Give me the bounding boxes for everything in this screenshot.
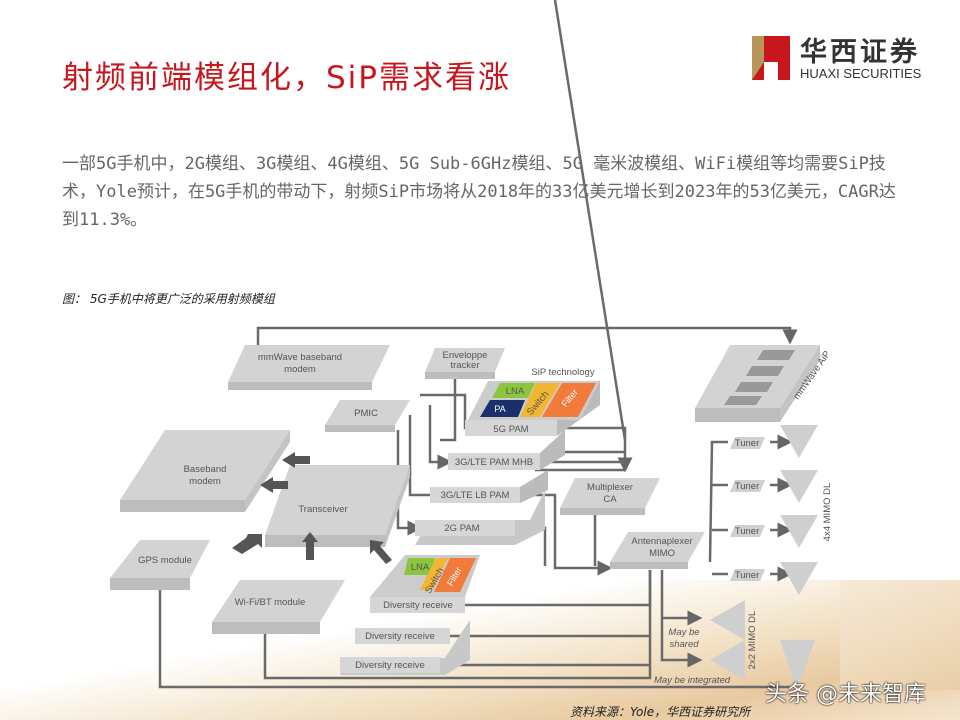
figure-caption: 图： 5G手机中将更广泛的采用射频模组 xyxy=(62,292,275,306)
source-note: 资料来源：Yole，华西证券研究所 xyxy=(570,705,751,719)
svg-text:Tuner: Tuner xyxy=(735,438,759,449)
wifi-bt-module: Wi-Fi/BT module xyxy=(212,580,345,634)
connection-lines xyxy=(158,0,798,689)
mimo-2x2-label: 2x2 MIMO DL xyxy=(747,611,758,670)
svg-text:3G/LTE PAM MHB: 3G/LTE PAM MHB xyxy=(455,457,533,468)
baseband-modem: Baseband modem xyxy=(120,430,290,512)
logo-text-cn: 华西证券 xyxy=(800,37,920,68)
mimo-4x4-label: 4x4 MIMO DL xyxy=(822,483,833,542)
svg-text:tracker: tracker xyxy=(450,360,479,371)
svg-text:Multiplexer: Multiplexer xyxy=(587,482,633,493)
svg-text:LNA: LNA xyxy=(506,386,525,397)
huaxi-logo: 华西证券 HUAXI SECURITIES xyxy=(750,32,940,86)
svg-text:Diversity receive: Diversity receive xyxy=(383,600,453,611)
svg-text:3G/LTE LB PAM: 3G/LTE LB PAM xyxy=(441,490,510,501)
gps-module: GPS module xyxy=(110,540,210,590)
svg-text:Diversity receive: Diversity receive xyxy=(355,660,425,671)
svg-text:modem: modem xyxy=(189,476,221,487)
arrow-up-right-icon xyxy=(232,534,262,554)
svg-text:GPS module: GPS module xyxy=(138,555,192,566)
tuner: Tuner xyxy=(730,569,765,581)
svg-text:Tuner: Tuner xyxy=(735,526,759,537)
svg-text:Tuner: Tuner xyxy=(735,481,759,492)
tuner: Tuner xyxy=(730,525,765,537)
svg-text:Enveloppe: Enveloppe xyxy=(443,350,488,361)
may-be-shared-label-2: shared xyxy=(669,639,699,650)
arrow-left-icon xyxy=(282,452,310,468)
sip-module-5g: LNA PA Switch Filter xyxy=(468,381,600,420)
transceiver: Transceiver xyxy=(265,465,410,547)
logo-mark-icon xyxy=(752,36,790,80)
svg-text:Baseband: Baseband xyxy=(184,464,227,475)
svg-text:modem: modem xyxy=(284,364,316,375)
tuner: Tuner xyxy=(730,480,765,492)
watermark: 头条 @未来智库 xyxy=(765,682,926,707)
svg-text:MIMO: MIMO xyxy=(649,548,675,559)
svg-text:2G PAM: 2G PAM xyxy=(444,523,479,534)
svg-text:Antennaplexer: Antennaplexer xyxy=(631,536,692,547)
arrow-up-left-icon xyxy=(370,540,392,564)
arrow-up-icon xyxy=(302,532,318,560)
may-be-shared-label: May be xyxy=(668,627,699,638)
svg-text:mmWave baseband: mmWave baseband xyxy=(258,352,342,363)
may-be-integrated-label: May be integrated xyxy=(654,675,731,686)
slide-title: 射频前端模组化，SiP需求看涨 xyxy=(62,60,511,96)
pam-stack: 2G PAM 3G/LTE LB PAM 3G/LTE PAM MHB 5G P… xyxy=(415,380,600,545)
svg-text:PMIC: PMIC xyxy=(354,408,378,419)
tuner: Tuner xyxy=(730,437,765,449)
svg-text:PA: PA xyxy=(494,404,505,414)
svg-text:Wi-Fi/BT module: Wi-Fi/BT module xyxy=(235,597,306,608)
sip-technology-label: SiP technology xyxy=(531,367,594,378)
mmwave-baseband-modem: mmWave baseband modem xyxy=(228,345,390,390)
diversity-stack: Diversity receive Diversity receive Dive… xyxy=(340,555,480,675)
svg-text:LNA: LNA xyxy=(411,562,430,573)
svg-text:Transceiver: Transceiver xyxy=(298,504,347,515)
arrow-left-icon xyxy=(260,477,288,493)
svg-text:CA: CA xyxy=(603,494,617,505)
svg-text:Diversity receive: Diversity receive xyxy=(365,631,435,642)
svg-text:Tuner: Tuner xyxy=(735,570,759,581)
logo-text-en: HUAXI SECURITIES xyxy=(800,66,922,81)
body-text: 一部5G手机中，2G模组、3G模组、4G模组、5G Sub-6GHz模组、5G … xyxy=(62,154,896,230)
envelope-tracker: Enveloppe tracker xyxy=(425,348,505,379)
svg-text:5G PAM: 5G PAM xyxy=(493,424,528,435)
multiplexer-ca: Multiplexer CA xyxy=(560,478,660,515)
antennaplexer-mimo: Antennaplexer MIMO xyxy=(610,532,705,569)
tuners: Tuner Tuner Tuner Tuner xyxy=(730,437,765,581)
pmic: PMIC xyxy=(325,400,410,432)
mmwave-aip: mmWave AiP xyxy=(695,345,833,422)
signal-arrows xyxy=(232,452,392,564)
background-wave-corner xyxy=(840,580,960,690)
antenna-triangles xyxy=(710,425,818,690)
